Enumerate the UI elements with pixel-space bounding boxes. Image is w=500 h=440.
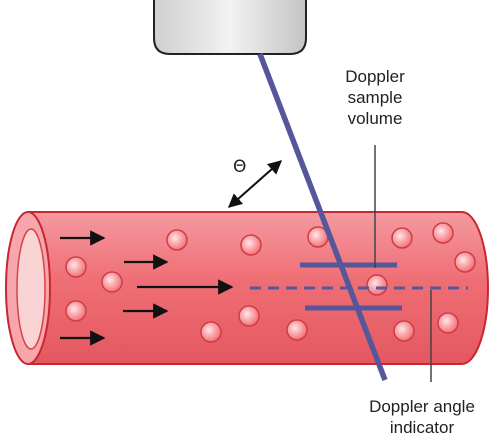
blood-cell (101, 271, 123, 293)
blood-cell (65, 256, 87, 278)
blood-cell (391, 227, 413, 249)
sample-volume-label: Doppler sample volume (334, 66, 416, 129)
blood-cell (65, 300, 87, 322)
sample-volume-label-line-1: Doppler (345, 67, 405, 86)
angle-indicator-label-line-2: indicator (389, 418, 455, 437)
doppler-sample-volume-gate (300, 262, 402, 311)
blood-cell (166, 229, 188, 251)
blood-cell (437, 312, 459, 334)
blood-cell (432, 222, 454, 244)
blood-cell (393, 320, 415, 342)
ultrasound-transducer-icon (153, 0, 307, 55)
blood-cell (200, 321, 222, 343)
blood-cell (238, 305, 260, 327)
angle-theta-label: Θ (233, 157, 247, 177)
leader-lines (374, 145, 432, 382)
flow-arrows (60, 230, 234, 346)
sample-volume-label-line-2: sample (347, 88, 403, 107)
ultrasound-beam (257, 53, 388, 381)
blood-cell (240, 234, 262, 256)
angle-indicator-label-line-1: Doppler angle (369, 397, 475, 416)
angle-indicator-label: Doppler angle indicator (356, 396, 488, 438)
double-arrow-icon (227, 160, 283, 208)
sample-volume-label-line-3: volume (347, 109, 403, 128)
red-blood-cell-icon (65, 222, 476, 343)
blood-cell (366, 274, 388, 296)
blood-cell (286, 319, 308, 341)
blood-cell (454, 251, 476, 273)
